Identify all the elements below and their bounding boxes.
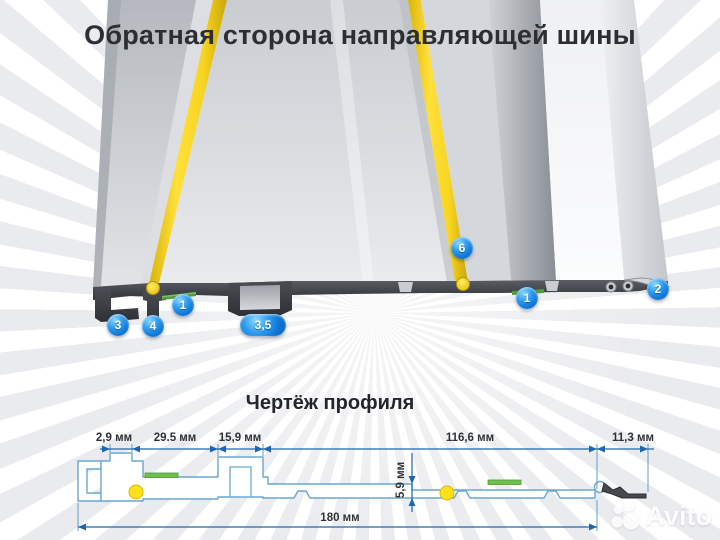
dim-label-15-9: 15,9 мм — [219, 432, 262, 444]
rail-groove — [488, 0, 556, 281]
profile-drawing: 2,9 мм 29.5 мм 15,9 мм 116,6 мм 11,3 мм … — [77, 432, 654, 531]
watermark: Avito — [610, 500, 713, 532]
callout-3-5: 3,5 — [240, 314, 286, 336]
callout-2: 2 — [647, 278, 669, 300]
drawing-heading: Чертёж профиля — [245, 392, 415, 414]
yellow-cord-end-right — [456, 277, 470, 291]
dim-label-11-3: 11,3 мм — [612, 432, 654, 444]
yellow-strip-left — [149, 0, 227, 284]
rail-3d-render — [93, 0, 670, 327]
rail-center-facet — [330, 0, 374, 283]
dim-label-116-6: 116,6 мм — [446, 432, 494, 444]
screw-hole-a — [608, 284, 614, 290]
yellow-strip-right — [408, 0, 468, 282]
channel-3-5-cavity — [240, 285, 280, 310]
rail-center-face — [159, 0, 455, 284]
section-rib-b — [545, 281, 559, 291]
rail-left-highlight — [141, 0, 213, 284]
section-rib-a — [398, 282, 413, 292]
profile-left-c-channel — [77, 460, 102, 502]
rail-right-face — [421, 0, 511, 282]
screw-hole-b — [625, 283, 631, 289]
hook-3 — [95, 288, 139, 322]
callout-6: 6 — [451, 237, 473, 259]
rail-left-edge — [93, 0, 121, 288]
yellow-cord-end-left — [146, 281, 160, 295]
profile-rubber-lip — [601, 482, 647, 499]
profile-yellow-cord-right — [439, 485, 455, 501]
rail-white-rib — [540, 0, 624, 280]
callout-1-right: 1 — [516, 287, 538, 309]
avito-logo-icon — [610, 500, 640, 530]
profile-green-strip-right — [487, 479, 522, 485]
profile-channel-cavity — [229, 466, 252, 497]
page-title: Обратная сторона направляющей шины — [84, 20, 636, 50]
callout-3: 3 — [107, 314, 129, 336]
dim-label-29-5: 29.5 мм — [154, 432, 197, 444]
watermark-text: Avito — [645, 500, 713, 531]
profile-green-strip-left — [144, 472, 179, 478]
rail-center-shade — [399, 0, 455, 282]
dim-label-2-9: 2,9 мм — [96, 432, 132, 444]
dimension-arrows — [78, 445, 648, 531]
callout-4: 4 — [142, 315, 164, 337]
dim-label-5-9: 5,9 мм — [395, 462, 407, 498]
profile-yellow-cord-left — [128, 484, 144, 500]
callout-1-left: 1 — [172, 294, 194, 316]
extension-lines — [77, 444, 649, 531]
dim-label-180: 180 мм — [320, 512, 359, 524]
rail-right-lip-face — [600, 0, 668, 281]
profile-body-outline — [100, 452, 596, 502]
